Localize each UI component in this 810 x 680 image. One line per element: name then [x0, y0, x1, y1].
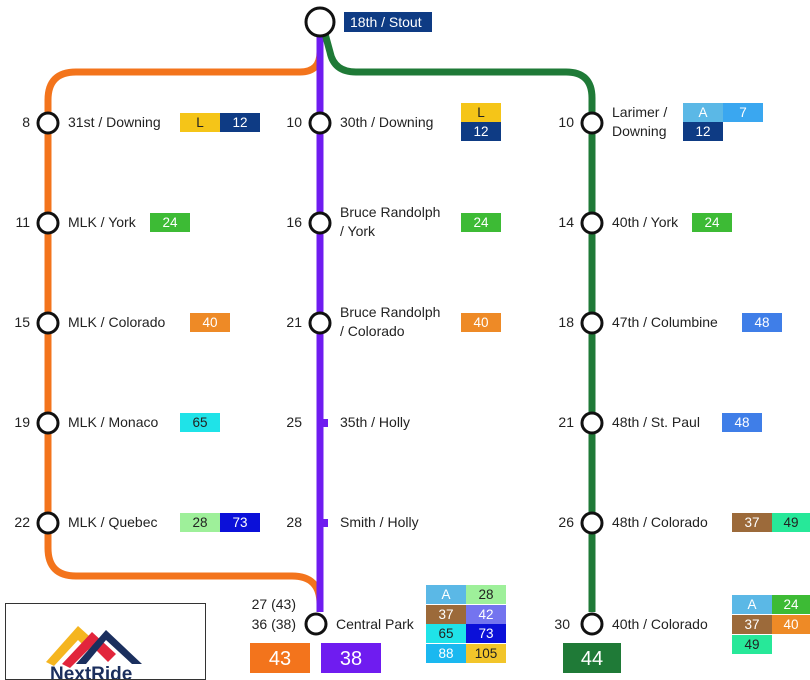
stop-marker — [580, 511, 604, 535]
stop-marker — [580, 311, 604, 335]
route-badge: 73 — [220, 513, 260, 532]
stop-minutes: 10 — [286, 114, 302, 130]
stop-minutes: 21 — [286, 314, 302, 330]
central-park-stop-marker — [304, 612, 328, 636]
colorado-40th-stop-marker — [580, 612, 604, 636]
stop-marker — [36, 211, 60, 235]
route-badge: 28 — [466, 585, 506, 604]
stop-label[interactable]: Bruce Randolph — [340, 304, 441, 320]
route-badge: 12 — [461, 122, 501, 141]
stop-minutes: 11 — [15, 214, 30, 230]
stop-minutes: 8 — [22, 114, 30, 130]
route-badge: 28 — [180, 513, 220, 532]
route-badge: 40 — [190, 313, 230, 332]
stop-label[interactable]: 31st / Downing — [68, 114, 161, 130]
route-44-line — [320, 29, 596, 612]
stop-label[interactable]: Smith / Holly — [340, 514, 419, 530]
route-badge: 48 — [742, 313, 782, 332]
stop-minutes: 16 — [286, 214, 302, 230]
route-badge: 40 — [772, 615, 810, 634]
central-park-minutes-38: 36 (38) — [251, 616, 296, 632]
route-badge: 105 — [466, 643, 506, 663]
stop-label[interactable]: / York — [340, 223, 376, 239]
route-badge: L — [180, 113, 220, 132]
stop-marker — [36, 111, 60, 135]
route-badge: 24 — [150, 213, 190, 232]
route-badge: A — [732, 595, 772, 614]
stop-marker — [36, 511, 60, 535]
tick-marker — [323, 419, 328, 427]
stop-label[interactable]: 30th / Downing — [340, 114, 434, 130]
stop-label[interactable]: 48th / St. Paul — [612, 414, 700, 430]
route-badge: 49 — [772, 513, 810, 532]
stop-label[interactable]: Larimer / — [612, 104, 668, 120]
route-badge: 65 — [426, 624, 466, 643]
route-badge: A — [683, 103, 723, 122]
route-tab-43[interactable]: 43 — [250, 643, 310, 673]
stop-marker — [580, 211, 604, 235]
colorado-40th-label[interactable]: 40th / Colorado — [612, 616, 708, 632]
stop-markers — [36, 6, 604, 636]
stop-label[interactable]: 40th / York — [612, 214, 679, 230]
stop-marker — [580, 111, 604, 135]
route-badge: 65 — [180, 413, 220, 432]
stop-marker — [580, 411, 604, 435]
stop-minutes: 18 — [558, 314, 574, 330]
route-badge: 24 — [772, 595, 810, 614]
route-badge: 73 — [466, 624, 506, 643]
route-badge: A — [426, 585, 466, 604]
route-badge: 40 — [461, 313, 501, 332]
stop-minutes: 28 — [286, 514, 302, 530]
stop-label[interactable]: 48th / Colorado — [612, 514, 708, 530]
stop-label[interactable]: 35th / Holly — [340, 414, 411, 430]
stop-minutes: 22 — [14, 514, 30, 530]
stop-minutes: 19 — [14, 414, 30, 430]
route-badge: 12 — [220, 113, 260, 132]
stop-label[interactable]: MLK / Monaco — [68, 414, 159, 430]
stop-minutes: 26 — [558, 514, 574, 530]
central-park-minutes-43: 27 (43) — [251, 596, 296, 612]
route-badge: 7 — [723, 103, 763, 122]
colorado-40th-minutes: 30 — [554, 616, 570, 632]
stop-minutes: 25 — [286, 414, 302, 430]
route-badge: 24 — [692, 213, 732, 232]
stop-label[interactable]: MLK / York — [68, 214, 136, 230]
stop-marker — [308, 311, 332, 335]
hub-stop-marker — [304, 6, 336, 38]
route-badge: 12 — [683, 122, 723, 141]
stop-marker — [308, 111, 332, 135]
stop-marker — [36, 411, 60, 435]
route-badge: L — [461, 103, 501, 122]
route-badge: 37 — [426, 604, 466, 624]
stop-label[interactable]: Bruce Randolph — [340, 204, 441, 220]
hub-label[interactable]: 18th / Stout — [344, 12, 432, 32]
stop-minutes: 10 — [558, 114, 574, 130]
stop-label[interactable]: / Colorado — [340, 323, 405, 339]
tick-marker — [323, 519, 328, 527]
route-badge: 24 — [461, 213, 501, 232]
logo-text: NextRide — [50, 664, 133, 680]
route-tab-44[interactable]: 44 — [563, 643, 621, 673]
stop-marker — [308, 211, 332, 235]
route-badge: 88 — [426, 643, 466, 663]
route-badge: 37 — [732, 513, 772, 532]
logo-icon — [46, 626, 142, 668]
stop-label[interactable]: MLK / Colorado — [68, 314, 166, 330]
route-tab-38[interactable]: 38 — [321, 643, 381, 673]
stop-minutes: 14 — [558, 214, 574, 230]
stop-label[interactable]: MLK / Quebec — [68, 514, 158, 530]
route-badge: 42 — [466, 604, 506, 624]
route-badge: 37 — [732, 615, 772, 634]
logo-box: NextRide — [5, 603, 206, 680]
central-park-label[interactable]: Central Park — [336, 616, 414, 632]
stop-label[interactable]: Downing — [612, 123, 667, 139]
stop-minutes: 21 — [558, 414, 574, 430]
stop-marker — [36, 311, 60, 335]
stop-minutes: 15 — [14, 314, 30, 330]
stop-label[interactable]: 47th / Columbine — [612, 314, 718, 330]
route-badge: 48 — [722, 413, 762, 432]
route-badge: 49 — [732, 635, 772, 654]
